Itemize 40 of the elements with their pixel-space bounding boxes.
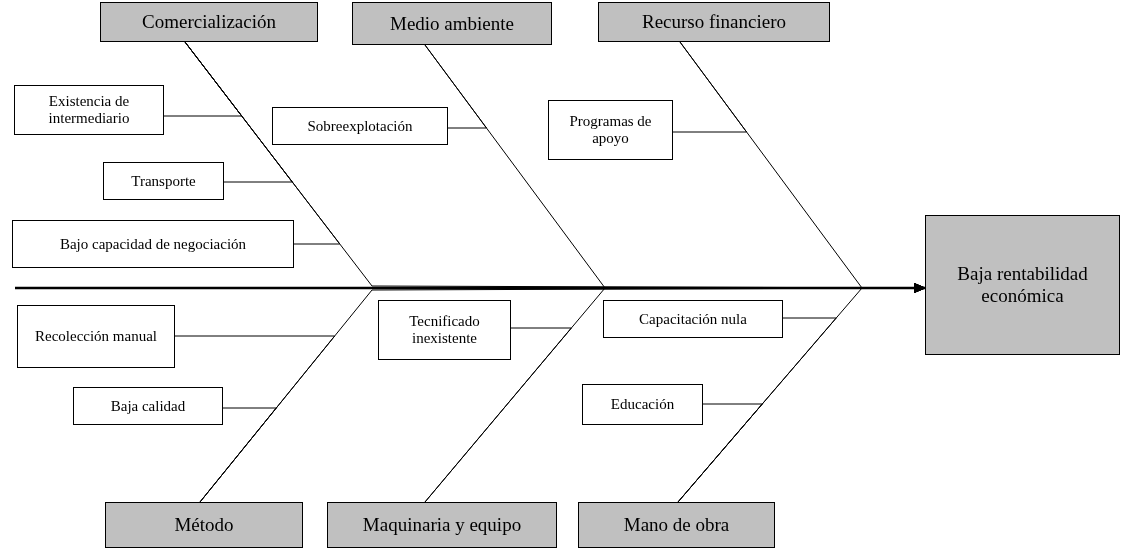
category-box [105,502,303,548]
category-box [100,2,318,42]
category-label: Método [174,514,234,536]
cause-label: Transporte [131,172,196,190]
category-label: Mano de obra [623,514,730,536]
cause-box [103,162,224,200]
cause-box [14,85,164,135]
cause-box [582,384,703,425]
effect-box [925,215,1120,355]
category-box [578,502,775,548]
cause-box [378,300,511,360]
cause-label: Tecnificado inexistente [408,313,481,347]
branch-line [424,44,487,129]
branch-line [184,41,341,245]
branch-line [199,407,277,503]
cause-box [272,107,448,145]
cause-label: Recolección manual [35,328,157,345]
branch-line [424,327,572,503]
cause-label: Educación [610,396,675,413]
cause-box [73,387,223,425]
cause-label: Programas de apoyo [568,113,653,147]
cause-label: Sobreexplotación [307,117,413,135]
category-box [352,2,552,45]
category-label: Medio ambiente [390,12,514,35]
cause-box [12,220,294,268]
cause-box [548,100,673,160]
branch-line [672,41,748,133]
category-label: Recurso financiero [642,11,786,33]
cause-label: Existencia de intermediario [47,93,131,127]
branch-line [677,403,763,503]
cause-label: Baja calidad [110,397,186,415]
category-box [598,2,830,42]
cause-label: Bajo capacidad de negociación [59,235,247,253]
cause-box [17,305,175,368]
category-box [327,502,557,548]
cause-label: Capacitación nula [639,310,747,328]
category-label: Maquinaria y equipo [362,514,522,536]
category-label: Comercialización [142,11,276,33]
cause-box [603,300,783,338]
effect-label: Baja rentabilidad económica [956,263,1089,307]
